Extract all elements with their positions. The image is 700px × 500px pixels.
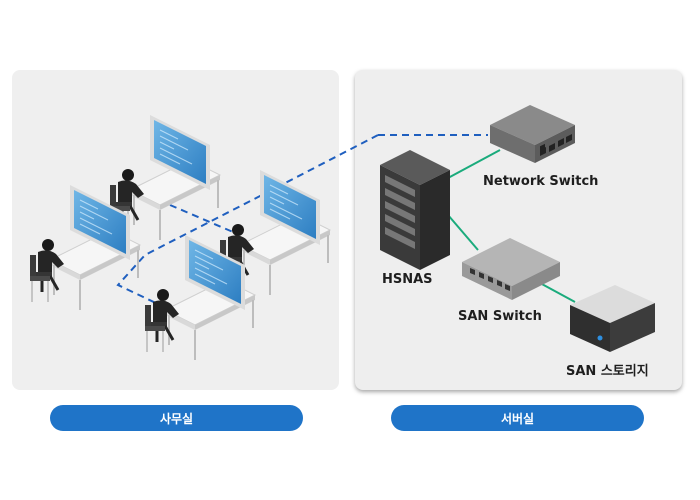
- switch-icon: [462, 238, 560, 300]
- switch-icon: [490, 105, 575, 163]
- server-room-label-pill: 서버실: [391, 405, 644, 431]
- office-label-pill: 사무실: [50, 405, 303, 431]
- network-switch-label: Network Switch: [483, 174, 599, 189]
- hsnas-label: HSNAS: [382, 272, 433, 287]
- server-rack-icon: [380, 150, 450, 270]
- san-links: [447, 149, 576, 303]
- storage-icon: [570, 285, 655, 352]
- san-switch-label: SAN Switch: [458, 309, 542, 324]
- san-storage-label: SAN 스토리지: [566, 364, 649, 379]
